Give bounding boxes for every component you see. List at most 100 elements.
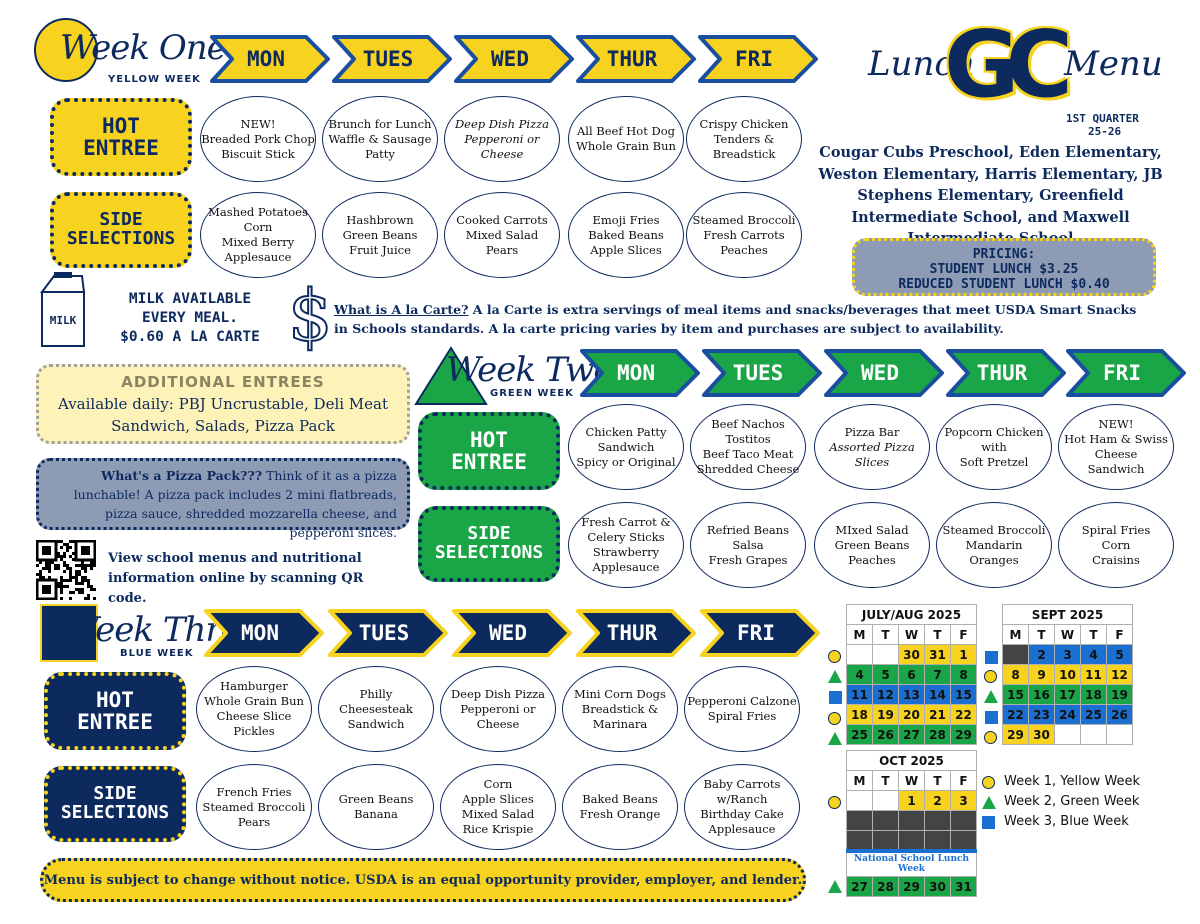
menu-line: Pepperoni Calzone (687, 694, 797, 708)
day-label: TUES (362, 47, 414, 71)
calendar-title: JULY/AUG 2025 (846, 604, 977, 625)
menu-line: Cheesesteak (339, 701, 413, 716)
menu-line: Philly (359, 686, 393, 701)
calendar-day: 22 (950, 704, 977, 725)
calendar-day: 26 (1106, 704, 1133, 725)
week2-day-mon: MON (580, 348, 700, 398)
green-triangle-icon (828, 732, 842, 745)
week1-day-tues: TUES (332, 34, 452, 84)
menu-line: Steamed Broccoli (942, 522, 1046, 537)
calendar-day: 26 (872, 724, 899, 745)
year-label: 25-26 (1088, 125, 1122, 138)
menu-line: Mandarin (965, 537, 1023, 552)
hot-label-line1: HOT (102, 113, 140, 138)
weekday-header: T (924, 624, 951, 645)
lunch-word: Lunch (868, 44, 976, 84)
calendar-day-blank (898, 810, 925, 831)
calendar-day: 25 (1080, 704, 1107, 725)
calendar-title: SEPT 2025 (1002, 604, 1133, 625)
menu-line: Salsa (732, 537, 764, 552)
day-label: MON (617, 361, 655, 385)
day-label: FRI (735, 47, 773, 71)
menu-line: Applesauce (592, 560, 660, 574)
day-label: THUR (606, 47, 658, 71)
calendar-day: 8 (950, 664, 977, 685)
menu-line: Hashbrown (346, 212, 414, 227)
weekday-header: F (950, 624, 977, 645)
milk-line1: MILK AVAILABLE (128, 291, 252, 307)
calendar-day: 1 (898, 790, 925, 811)
week3-day-fri: FRI (700, 608, 820, 658)
calendar-day: 12 (1106, 664, 1133, 685)
menu-line: Spiral Fries (1081, 522, 1151, 537)
pizza-pack-text: What's a Pizza Pack??? Think of it as a … (49, 466, 397, 542)
menu-line: w/Ranch (716, 792, 768, 806)
blue-square-icon (985, 711, 998, 724)
menu-line: All Beef Hot Dog (576, 124, 676, 138)
calendar-day: 13 (898, 684, 925, 705)
day-label: WED (861, 361, 899, 385)
calendar-day: 1 (950, 644, 977, 665)
menu-line: Marinara (592, 716, 648, 731)
calendar-day: 14 (924, 684, 951, 705)
calendar-day: 18 (1080, 684, 1107, 705)
week3-day-tues: TUES (328, 608, 448, 658)
calendar-note: National School Lunch Week (846, 848, 977, 877)
week2-subtitle: GREEN WEEK (490, 388, 574, 399)
day-label: TUES (732, 361, 784, 385)
menu-line: Cooked Carrots (456, 212, 548, 227)
calendar-day-blank (846, 810, 873, 831)
calendar-day: 31 (924, 644, 951, 665)
school-list: Cougar Cubs Preschool, Eden Elementary, … (818, 144, 1163, 247)
weekday-header: T (924, 770, 951, 791)
menu-line: NEW! (240, 116, 276, 131)
calendar-day: 2 (924, 790, 951, 811)
calendar-day: 2 (1028, 644, 1055, 665)
green-triangle-icon (828, 670, 842, 683)
yellow-circle-icon (984, 670, 997, 683)
calendar-day: 16 (1028, 684, 1055, 705)
gc-logo: GC (944, 10, 1073, 120)
menu-line: Cheese Slice (216, 709, 292, 723)
qr-code[interactable] (35, 539, 97, 601)
menu-line: Baby Carrots (703, 777, 781, 791)
calendar-day: 3 (1054, 644, 1081, 665)
milk-text: MILK AVAILABLE EVERY MEAL. $0.60 A LA CA… (100, 290, 280, 347)
side-label-line2: SELECTIONS (434, 542, 544, 563)
menu-line: with (981, 439, 1007, 454)
milk-carton-icon: MILK (34, 272, 92, 350)
calendar-day-blank (872, 810, 899, 831)
calendar-day: 31 (950, 876, 977, 897)
calendar-day: 24 (1054, 704, 1081, 725)
menu-line: Banana (354, 807, 398, 821)
week1-title: Week One (60, 28, 227, 68)
pricing-title: PRICING: (972, 247, 1036, 262)
calendar-day: 15 (950, 684, 977, 705)
week2-day-wed: WED (824, 348, 944, 398)
week3-day-wed: WED (452, 608, 572, 658)
calendar-day: 8 (1002, 664, 1029, 685)
menu-line: Beef Taco Meat (702, 447, 794, 461)
legend-item-week1: Week 1, Yellow Week (1004, 774, 1141, 789)
weekday-header: T (872, 770, 899, 791)
week3-day-thur: THUR (576, 608, 696, 658)
milk-line3: $0.60 A LA CARTE (120, 329, 260, 345)
menu-line: Refried Beans (706, 522, 790, 537)
day-label: FRI (737, 621, 775, 645)
menu-line: Applesauce (708, 822, 776, 836)
calendar-title: OCT 2025 (846, 750, 977, 771)
menu-line: Cheese (476, 716, 520, 731)
calendar-day: 20 (898, 704, 925, 725)
